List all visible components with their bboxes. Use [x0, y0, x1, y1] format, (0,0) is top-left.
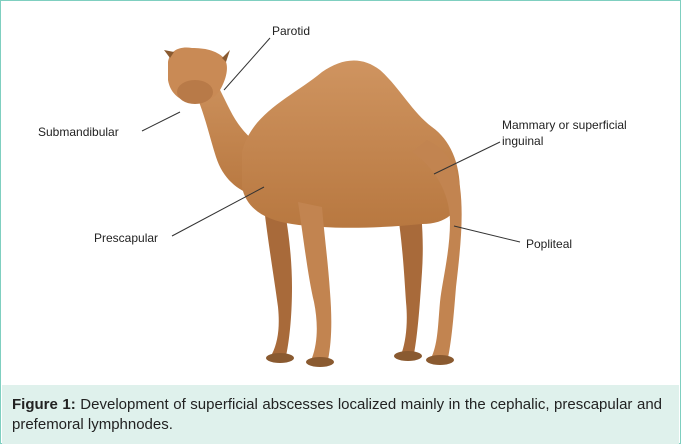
parotid-label: Parotid: [272, 24, 310, 38]
submandibular-label: Submandibular: [38, 125, 119, 139]
popliteal-leader-line: [454, 226, 520, 242]
caption-box: Figure 1: Development of superficial abs…: [2, 385, 679, 444]
camel-far-fore-leg: [264, 207, 292, 356]
parotid-leader-line: [224, 38, 270, 90]
figure-caption: Figure 1: Development of superficial abs…: [12, 395, 662, 435]
camel-foot-1: [266, 353, 294, 363]
mammary-label-line1: Mammary or superficial: [502, 118, 627, 132]
figure-area: Parotid Submandibular Mammary or superfi…: [2, 2, 679, 384]
mammary-label-line2: inguinal: [502, 134, 543, 148]
camel-foot-4: [426, 355, 454, 365]
prescapular-label: Prescapular: [94, 231, 158, 245]
camel-foot-3: [394, 351, 422, 361]
prescapular-leader-line: [172, 187, 264, 236]
camel-diagram: Parotid Submandibular Mammary or superfi…: [2, 2, 679, 384]
caption-label: Figure 1:: [12, 396, 76, 413]
submandibular-leader-line: [142, 112, 180, 131]
camel-muzzle: [177, 80, 213, 104]
caption-text: Development of superficial abscesses loc…: [12, 396, 662, 433]
camel-illustration: [164, 48, 462, 367]
popliteal-label: Popliteal: [526, 237, 572, 251]
camel-foot-2: [306, 357, 334, 367]
